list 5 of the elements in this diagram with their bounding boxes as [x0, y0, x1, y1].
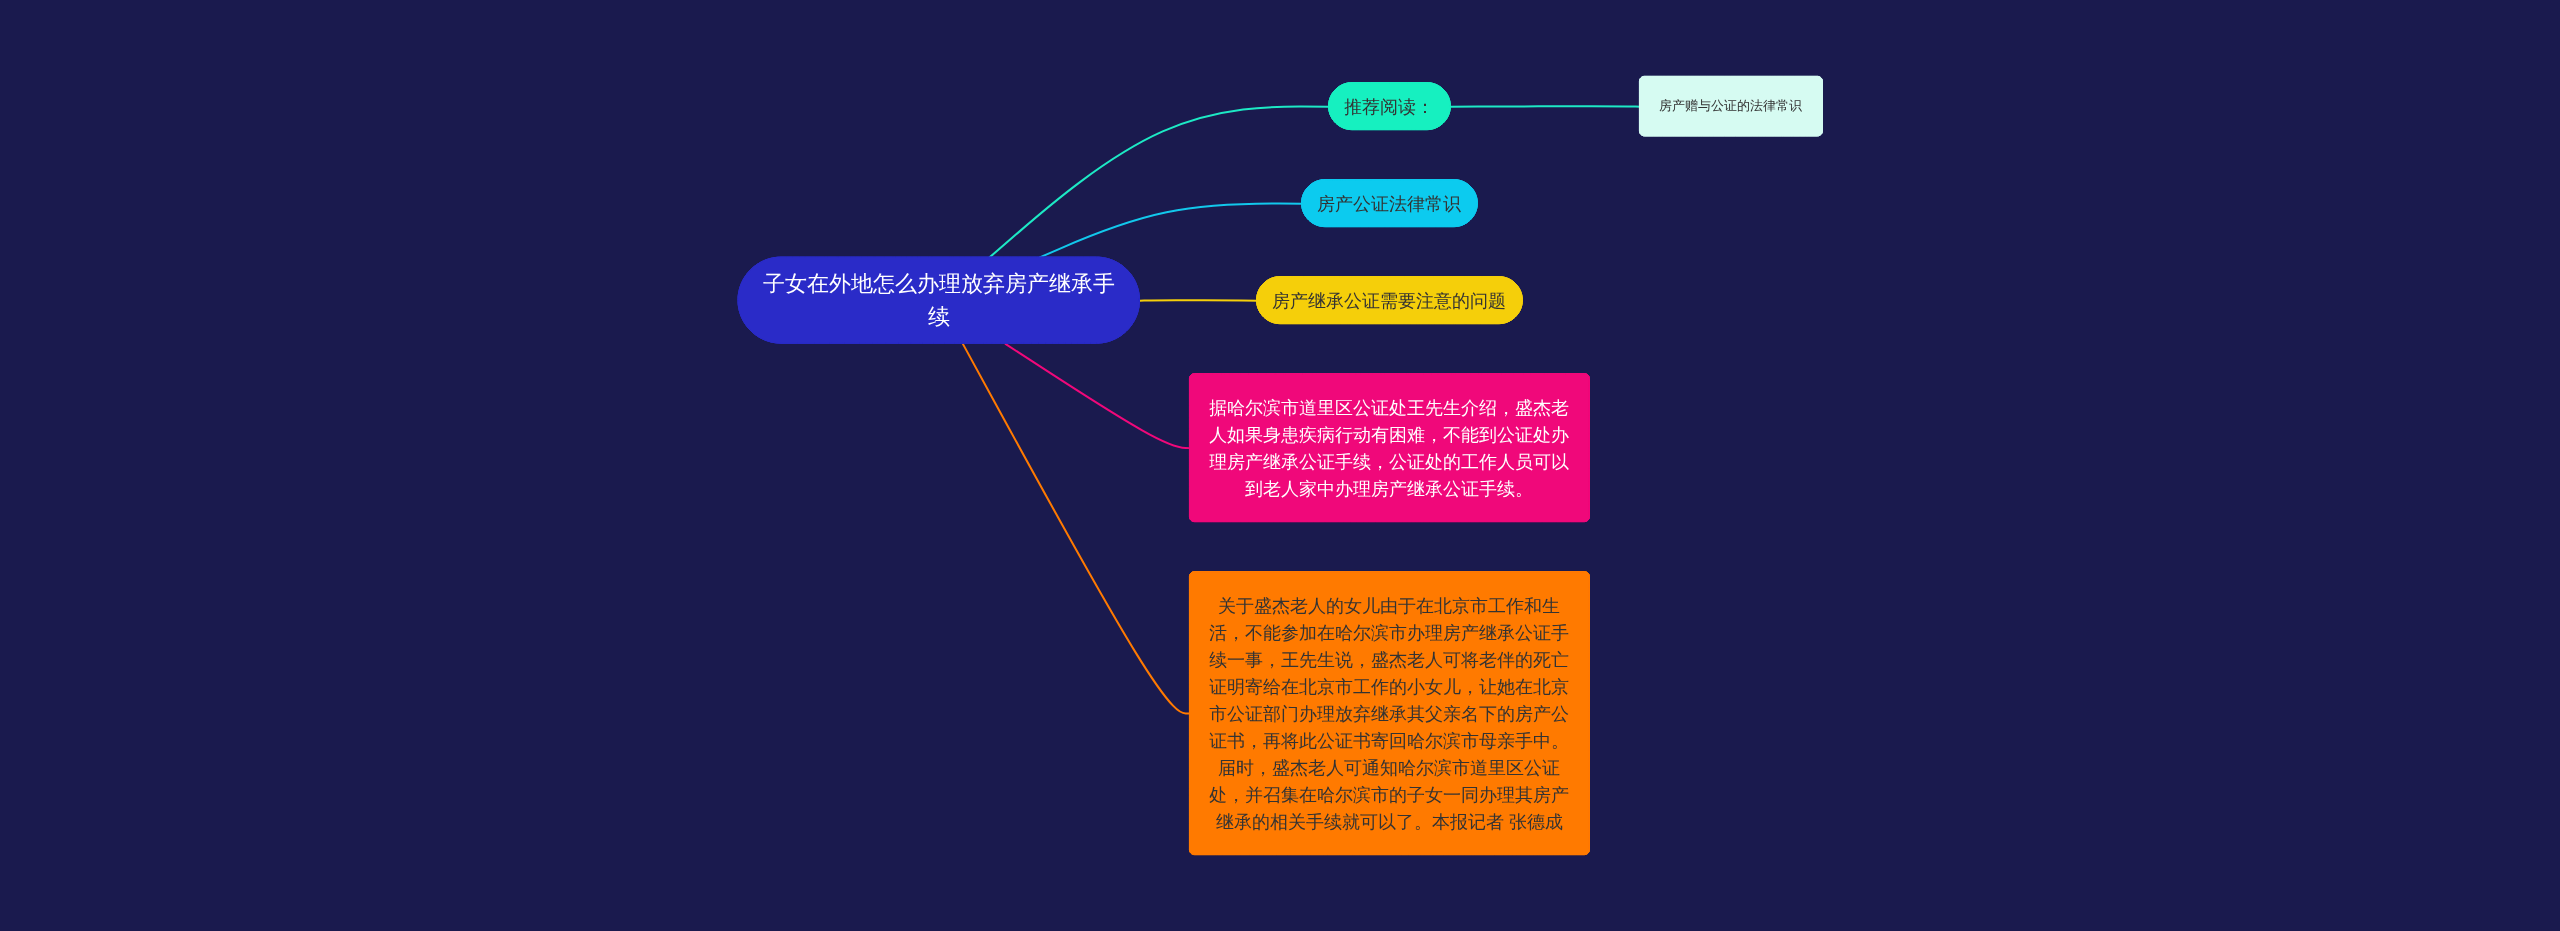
connector [1138, 299, 1258, 302]
connector [988, 105, 1330, 259]
connector [1003, 342, 1191, 450]
connector [961, 342, 1191, 715]
connector [1449, 105, 1641, 108]
